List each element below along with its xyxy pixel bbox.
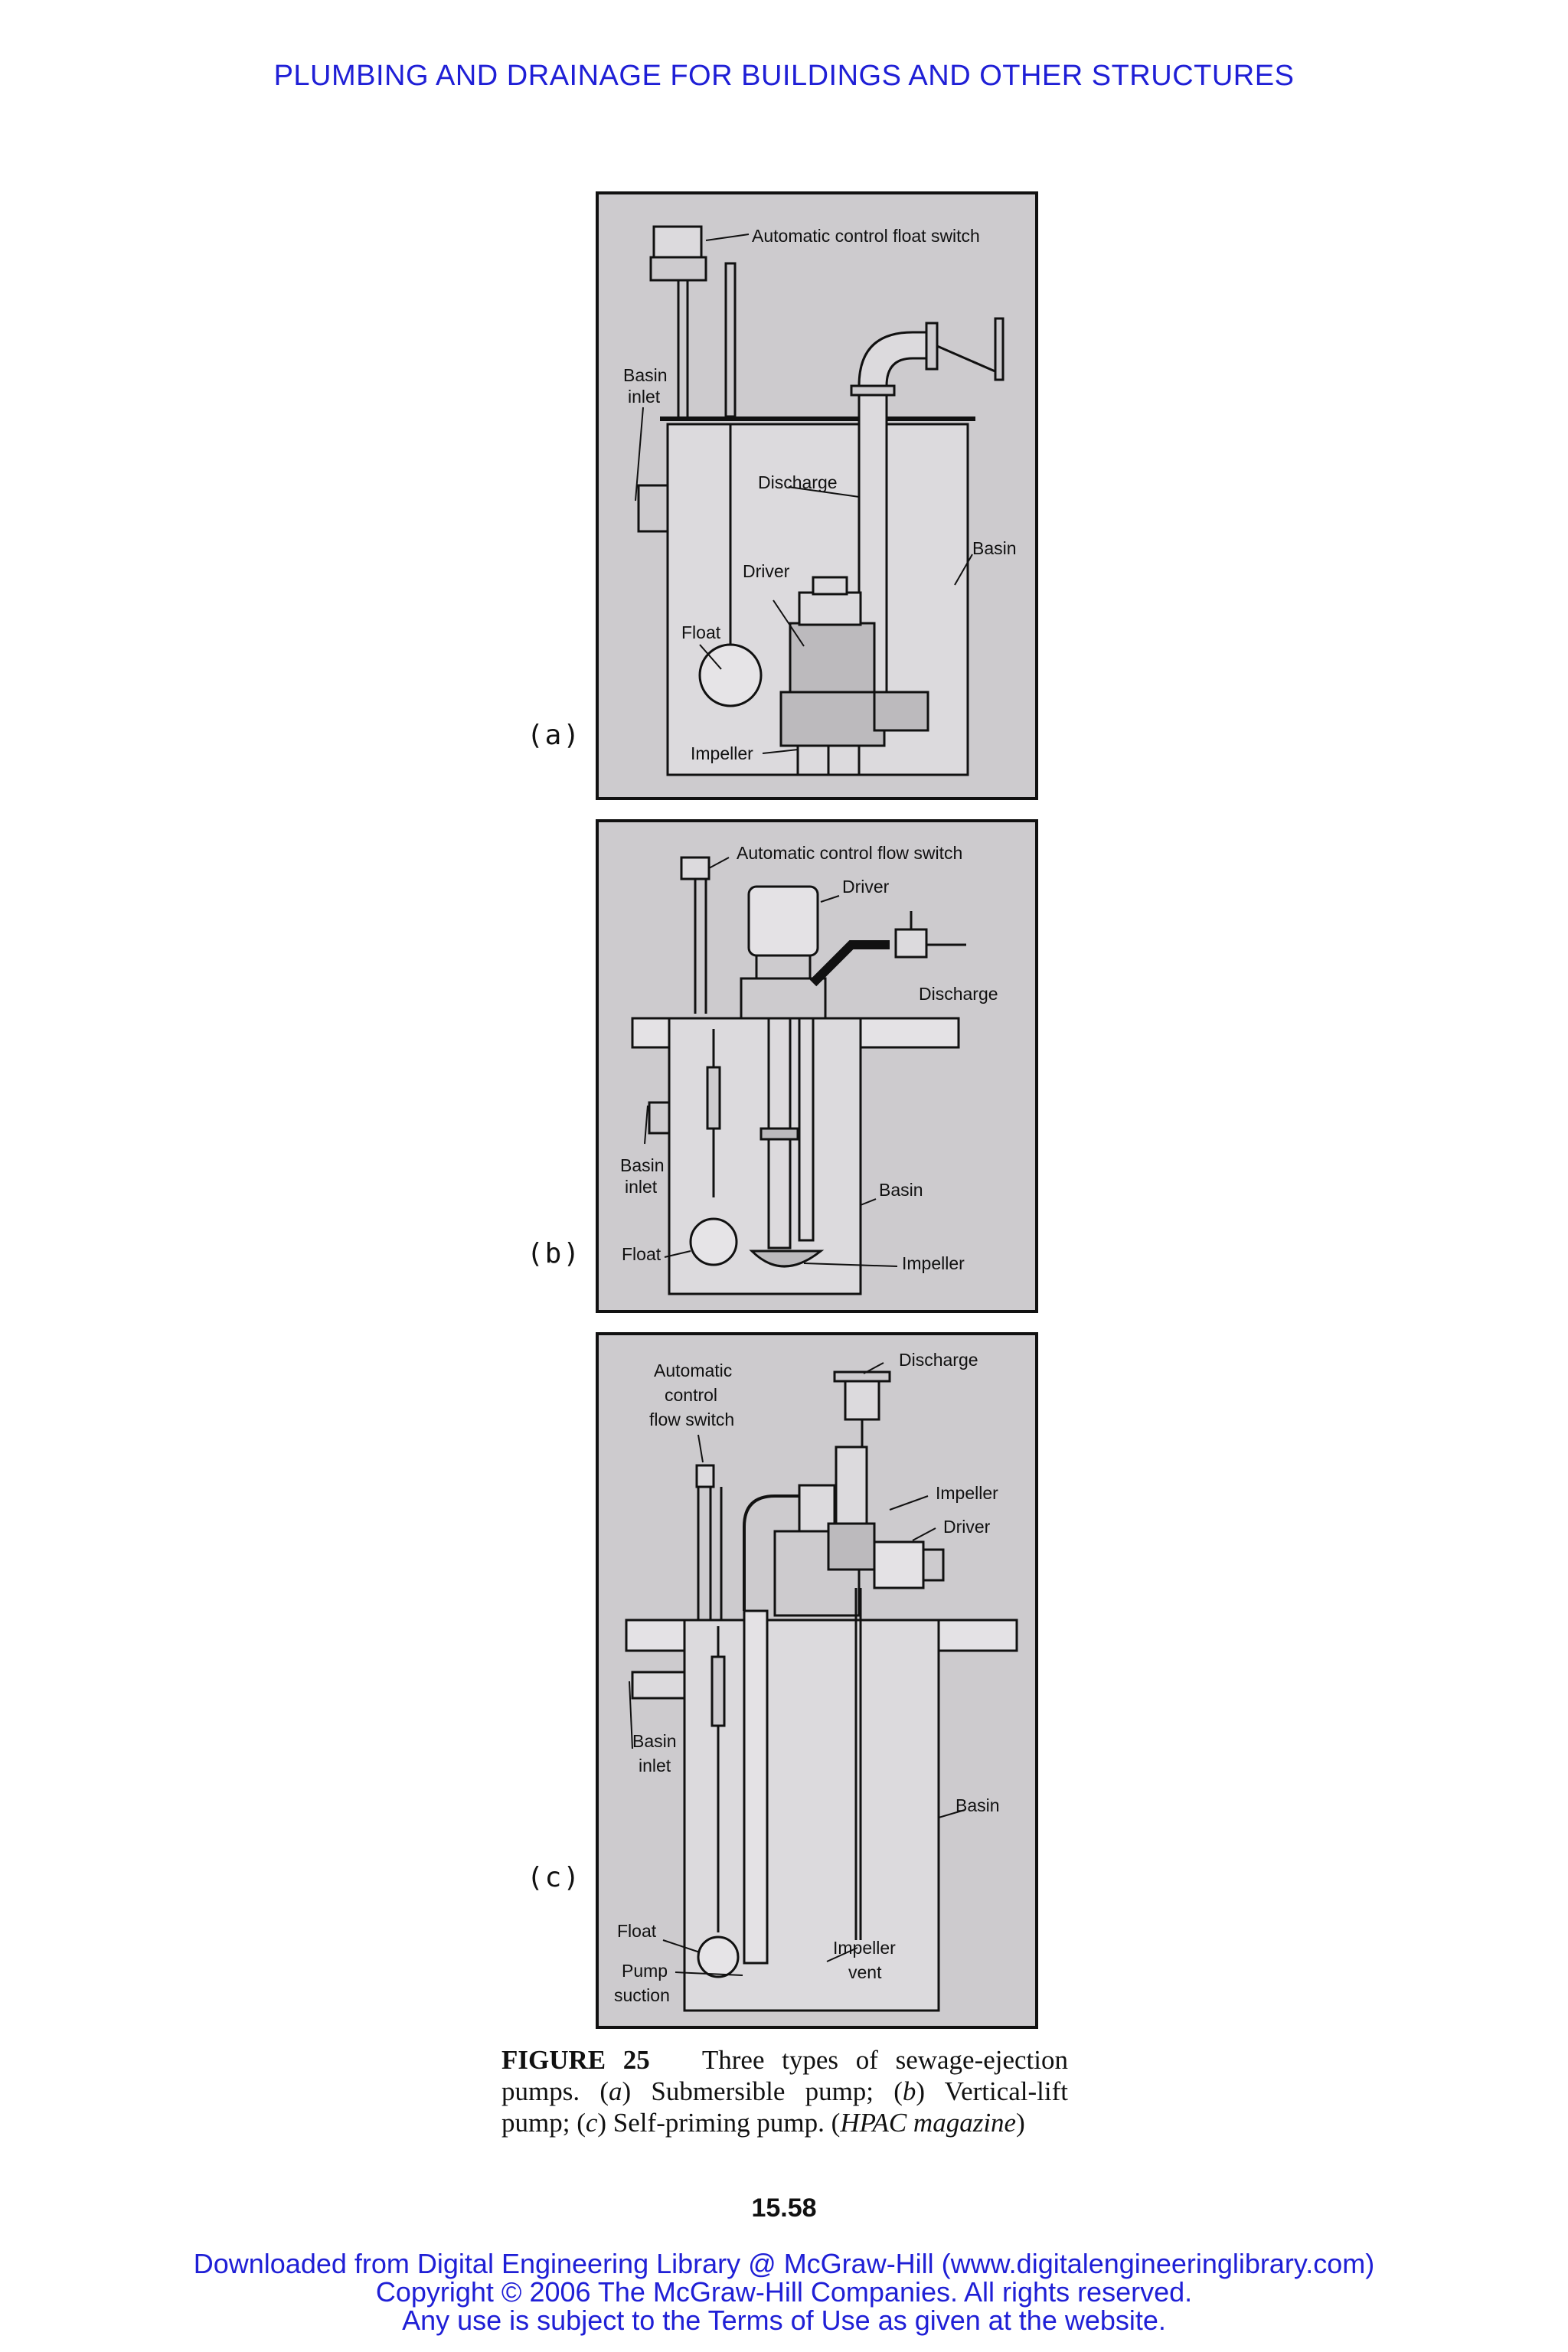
download-footer: Downloaded from Digital Engineering Libr… [0,2249,1568,2334]
label-basin-inlet-2: inlet [625,1177,658,1197]
caption-text: ) Self-priming pump. ( [597,2108,841,2138]
label-impeller: Impeller [902,1253,965,1273]
label-switch-2: control [665,1385,717,1405]
label-impeller: Impeller [691,743,753,763]
caption-c: c [585,2108,598,2138]
figure-panel-c: Automatic control flow switch Discharge … [596,1332,1038,2029]
figure-panel-a: Automatic control float switch Basin inl… [596,191,1038,800]
label-discharge: Discharge [899,1350,978,1370]
label-pump-suction-2: suction [614,1985,670,2005]
label-float: Float [617,1921,657,1941]
label-driver: Driver [842,877,890,897]
label-basin-inlet: Basin [623,365,668,385]
running-header: PLUMBING AND DRAINAGE FOR BUILDINGS AND … [273,60,1295,92]
label-basin-inlet: Basin [620,1155,665,1175]
caption-source: HPAC magazine [840,2108,1017,2138]
figure-caption: FIGURE 25 Three types of sewage-ejection… [501,2044,1068,2138]
label-pump-suction: Pump [622,1961,668,1981]
label-basin-inlet-2: inlet [639,1756,671,1775]
label-discharge: Discharge [758,472,838,492]
caption-text: Three types of sewage-ejection pumps. ( [501,2045,1069,2106]
label-driver: Driver [743,561,790,581]
caption-text: ) Vertical-lift pump; ( [501,2076,1068,2138]
label-float: Float [681,622,721,642]
label-switch-1: Automatic [654,1361,732,1380]
label-flow-switch: Automatic control flow switch [737,843,962,863]
panel-a-letter: (a) [527,720,582,751]
label-discharge: Discharge [919,984,998,1004]
vertical-lift-pump-illustration: Automatic control flow switch Driver Dis… [620,843,998,1295]
submersible-pump-illustration: Automatic control float switch Basin inl… [623,225,1017,776]
label-switch-3: flow switch [649,1410,734,1429]
caption-a: a [608,2076,622,2106]
label-impeller: Impeller [936,1483,998,1503]
figure-panel-b: Automatic control flow switch Driver Dis… [596,819,1038,1313]
panel-c-letter: (c) [527,1862,582,1893]
label-impeller-vent-2: vent [848,1962,882,1982]
self-priming-pump-illustration: Automatic control flow switch Discharge … [614,1350,1018,2012]
panel-b-letter: (b) [527,1238,582,1269]
caption-text: ) Submersible pump; ( [622,2076,903,2106]
figure-number: FIGURE 25 [501,2045,650,2075]
label-impeller-vent: Impeller [833,1938,896,1958]
footer-line-3: Any use is subject to the Terms of Use a… [402,2305,1166,2336]
page-number: 15.58 [751,2194,817,2223]
label-basin: Basin [879,1180,923,1200]
label-basin: Basin [956,1795,1000,1815]
label-float-switch: Automatic control float switch [752,226,980,246]
caption-b: b [902,2076,916,2106]
label-basin: Basin [972,538,1017,558]
footer-line-2: Copyright © 2006 The McGraw-Hill Compani… [375,2276,1193,2308]
label-driver: Driver [943,1517,991,1537]
caption-text: ) [1016,2108,1025,2138]
label-float: Float [622,1244,662,1264]
footer-line-1[interactable]: Downloaded from Digital Engineering Libr… [193,2248,1375,2279]
label-basin-inlet-2: inlet [628,387,661,407]
label-basin-inlet: Basin [632,1731,677,1751]
